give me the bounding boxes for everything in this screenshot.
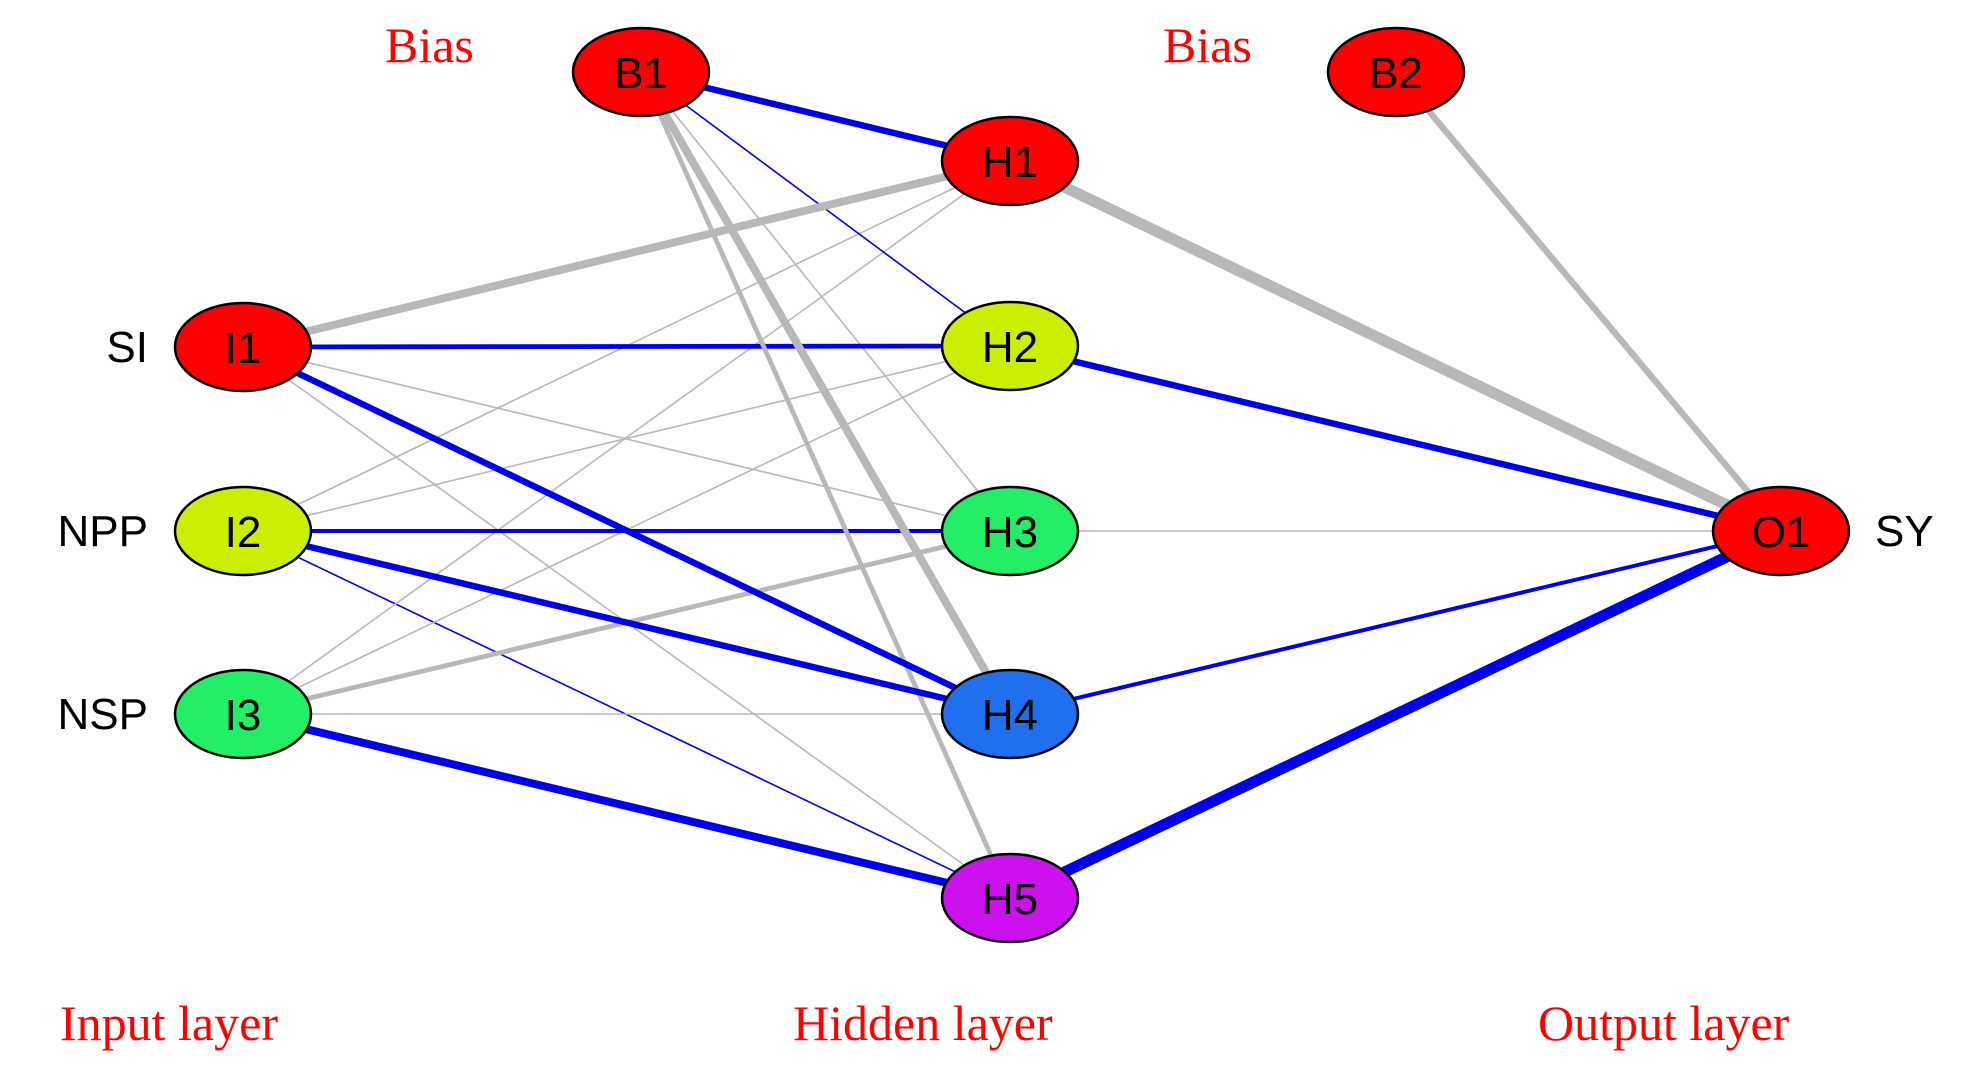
input-layer-label: Input layer: [60, 995, 278, 1051]
variable-label-npp: NPP: [58, 507, 148, 556]
edge-i3-h1: [242, 160, 1011, 715]
edge-i1-h4: [239, 343, 1014, 718]
edge-h5-o1: [1004, 525, 1787, 904]
edge-i1-h1: [239, 157, 1014, 351]
node-circle-o1: [1711, 485, 1851, 577]
node-i1: I1 SI: [106, 301, 313, 393]
node-circle-b2: [1326, 26, 1466, 118]
node-circle-i3: [173, 668, 313, 760]
node-circle-h3: [940, 485, 1080, 577]
node-b2: B2: [1326, 26, 1466, 118]
edge-i3-h5: [239, 710, 1014, 902]
node-h1: H1: [940, 115, 1080, 207]
node-label-h5: H5: [982, 875, 1038, 924]
node-label-b2: B2: [1369, 49, 1423, 98]
node-label-i3: I3: [225, 691, 262, 740]
node-label-o1: O1: [1752, 508, 1811, 557]
bias-label-2: Bias: [1163, 17, 1252, 73]
node-label-i2: I2: [225, 508, 262, 557]
node-h3: H3: [940, 485, 1080, 577]
node-circle-h1: [940, 115, 1080, 207]
node-i3: I3 NSP: [58, 668, 313, 760]
edge-h2-o1: [1006, 342, 1785, 535]
node-label-b1: B1: [614, 49, 668, 98]
output-layer-label: Output layer: [1538, 995, 1790, 1051]
edge-i2-h4: [239, 527, 1014, 718]
node-label-h3: H3: [982, 508, 1038, 557]
node-label-i1: I1: [225, 324, 262, 373]
node-circle-h2: [940, 300, 1080, 392]
hidden-layer-label: Hidden layer: [793, 995, 1053, 1051]
node-label-h1: H1: [982, 138, 1038, 187]
edge-b2-o1: [1392, 68, 1785, 535]
edge-b1-h4: [637, 68, 1014, 718]
bias-label-1: Bias: [385, 17, 474, 73]
edge-b1-h5: [638, 69, 1013, 901]
variable-label-si: SI: [106, 323, 148, 372]
node-label-h4: H4: [982, 691, 1038, 740]
variable-label-nsp: NSP: [58, 690, 148, 739]
node-circle-h4: [940, 668, 1080, 760]
edge-i1-h2: [240, 343, 1013, 350]
node-h4: H4: [940, 668, 1080, 760]
variable-label-sy: SY: [1875, 507, 1934, 556]
edge-b1-h3: [640, 71, 1011, 532]
connection-layer: [239, 68, 1787, 904]
node-label-h2: H2: [982, 323, 1038, 372]
node-circle-i2: [173, 485, 313, 577]
edge-i2-h2: [242, 345, 1011, 532]
node-circle-i1: [173, 301, 313, 393]
node-circle-b1: [571, 26, 711, 118]
node-i2: I2 NPP: [58, 485, 313, 577]
node-h2: H2: [940, 300, 1080, 392]
edge-h4-o1: [1008, 529, 1783, 716]
edge-h1-o1: [1004, 155, 1787, 537]
node-b1: B1: [571, 26, 711, 118]
label-layer: Bias Bias Input layer Hidden layer Outpu…: [60, 17, 1790, 1051]
node-circle-h5: [940, 852, 1080, 944]
node-h5: H5: [940, 852, 1080, 944]
node-o1: O1 SY: [1711, 485, 1934, 577]
